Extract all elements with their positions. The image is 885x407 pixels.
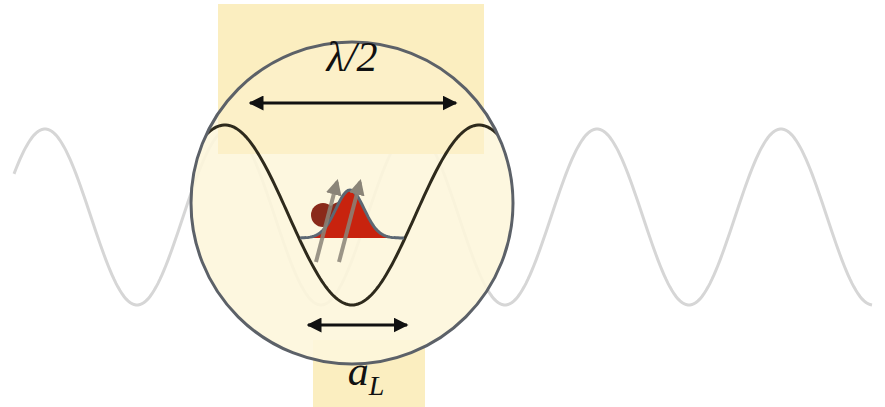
dimension-label: λ/2 — [327, 36, 378, 78]
magnifier-circle — [191, 42, 513, 364]
dimension-arrow — [250, 102, 456, 105]
symbol-main: a — [348, 348, 369, 394]
dimension-label: aL — [348, 350, 385, 392]
magnifier-circle — [191, 42, 513, 364]
spin-arrow — [339, 182, 360, 262]
label-highlight — [218, 4, 484, 154]
lattice-well — [180, 125, 530, 305]
symbol-subscript: L — [369, 370, 385, 401]
dimension-arrow — [308, 324, 407, 327]
spin-arrow — [316, 182, 337, 262]
